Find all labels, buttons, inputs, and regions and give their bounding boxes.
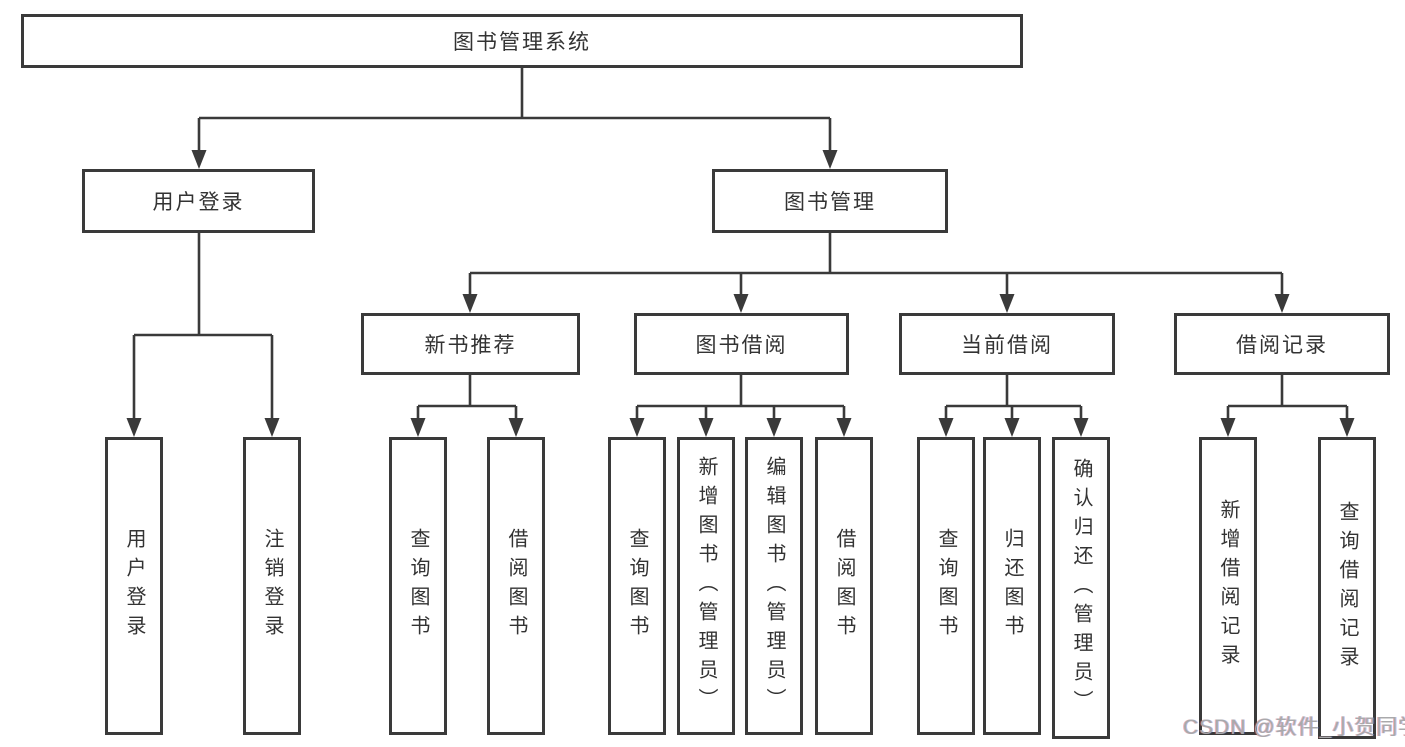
leaf-query-books-recommend: 查询图书 bbox=[389, 437, 447, 735]
leaf-edit-books-admin: 编辑图书（管理员） bbox=[745, 437, 803, 735]
leaf-user-login-label: 用户登录 bbox=[123, 528, 145, 644]
leaf-query-books-borrowing-label: 查询图书 bbox=[626, 528, 648, 644]
node-book-management-label: 图书管理 bbox=[784, 191, 876, 214]
leaf-confirm-return-admin: 确认归还（管理员） bbox=[1052, 437, 1110, 739]
leaf-query-books-recommend-label: 查询图书 bbox=[407, 528, 429, 644]
leaf-query-books-borrowing: 查询图书 bbox=[608, 437, 666, 735]
node-root-label: 图书管理系统 bbox=[453, 31, 591, 54]
node-borrowing-records: 借阅记录 bbox=[1174, 313, 1390, 375]
leaf-add-books-admin: 新增图书（管理员） bbox=[677, 437, 735, 735]
leaf-logout: 注销登录 bbox=[243, 437, 301, 735]
leaf-query-borrow-record-label: 查询借阅记录 bbox=[1336, 501, 1358, 675]
node-current-borrowing: 当前借阅 bbox=[899, 313, 1115, 375]
leaf-borrow-books: 借阅图书 bbox=[815, 437, 873, 735]
leaf-query-books-current-label: 查询图书 bbox=[935, 528, 957, 644]
arrowheads bbox=[126, 150, 1355, 437]
leaf-borrow-books-label: 借阅图书 bbox=[833, 528, 855, 644]
node-user-login: 用户登录 bbox=[82, 169, 315, 233]
node-borrowing-records-label: 借阅记录 bbox=[1236, 334, 1328, 357]
node-new-book-recommend: 新书推荐 bbox=[361, 313, 580, 375]
leaf-borrow-books-recommend: 借阅图书 bbox=[487, 437, 545, 735]
node-book-management: 图书管理 bbox=[712, 169, 948, 233]
node-user-login-label: 用户登录 bbox=[152, 191, 245, 214]
node-book-borrowing-label: 图书借阅 bbox=[695, 334, 788, 357]
leaf-borrow-books-recommend-label: 借阅图书 bbox=[505, 528, 527, 644]
leaf-add-borrow-record: 新增借阅记录 bbox=[1199, 437, 1257, 735]
leaf-query-books-current: 查询图书 bbox=[917, 437, 975, 735]
leaf-return-books: 归还图书 bbox=[983, 437, 1041, 735]
leaf-return-books-label: 归还图书 bbox=[1001, 528, 1023, 644]
leaf-add-books-admin-label: 新增图书（管理员） bbox=[695, 455, 717, 717]
leaf-edit-books-admin-label: 编辑图书（管理员） bbox=[763, 455, 785, 717]
leaf-confirm-return-admin-label: 确认归还（管理员） bbox=[1070, 457, 1092, 719]
node-book-borrowing: 图书借阅 bbox=[634, 313, 849, 375]
leaf-logout-label: 注销登录 bbox=[261, 528, 283, 644]
csdn-watermark: CSDN @软件_小贺同学 bbox=[1183, 716, 1405, 739]
leaf-add-borrow-record-label: 新增借阅记录 bbox=[1217, 499, 1239, 673]
node-current-borrowing-label: 当前借阅 bbox=[961, 334, 1053, 357]
node-root-system: 图书管理系统 bbox=[21, 14, 1023, 68]
leaf-user-login: 用户登录 bbox=[105, 437, 163, 735]
leaf-query-borrow-record: 查询借阅记录 bbox=[1318, 437, 1376, 739]
node-new-book-recommend-label: 新书推荐 bbox=[424, 334, 517, 357]
